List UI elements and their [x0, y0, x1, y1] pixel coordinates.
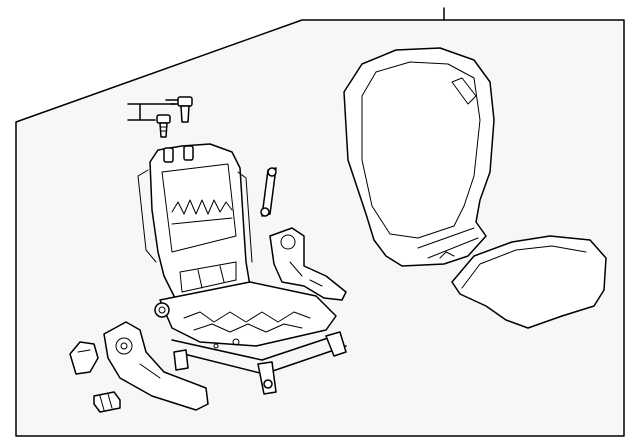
- clip-icon: [93, 391, 121, 413]
- diagram-panel: [15, 7, 625, 437]
- link-rod-icon: [260, 167, 277, 217]
- side-shield-icon: [269, 227, 347, 301]
- seat-frame-icon: [137, 143, 347, 395]
- headrest-guide-icon: [127, 96, 193, 138]
- side-shield-icon: [103, 321, 209, 411]
- seat-cushion-pad-icon: [451, 235, 607, 329]
- seat-back-cushion-icon: [343, 47, 495, 267]
- handle-icon: [69, 341, 99, 375]
